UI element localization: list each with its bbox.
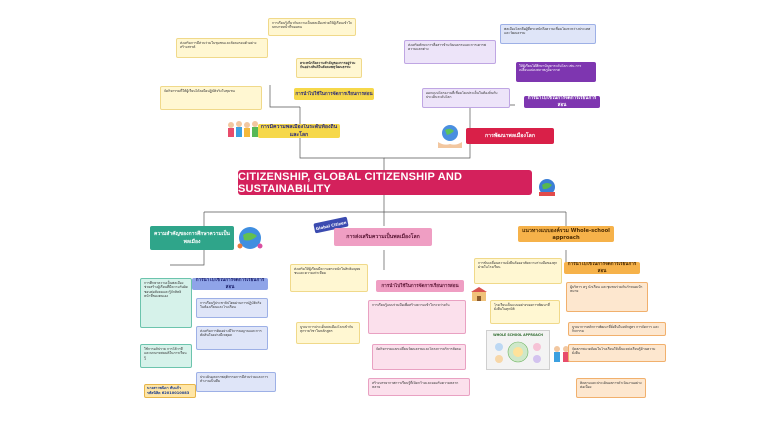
top-right-box-1: พลเมืองโลกคือผู้ที่ตระหนักถึงความเชื่อมโ… bbox=[500, 24, 596, 44]
top-right-subheader: การนำไปใช้ในการจัดการเรียนการสอน bbox=[524, 96, 600, 108]
author-student-id: รหัสนิสิต 62010010083 bbox=[147, 391, 190, 395]
bottom-right-box-3: ผู้บริหาร ครู นักเรียน และชุมชนร่วมกันกำ… bbox=[566, 282, 648, 312]
world-people-icon bbox=[539, 179, 555, 196]
whole-school-diagram: WHOLE SCHOOL APPROACH bbox=[486, 330, 550, 370]
school-building-icon bbox=[471, 287, 487, 301]
bottom-right-box-6: ติดตามและประเมินผลการดำเนินงานอย่างต่อเน… bbox=[576, 378, 646, 398]
globe-children-icon bbox=[237, 227, 263, 249]
whole-school-diagram-graphic-icon bbox=[495, 341, 541, 363]
globe-hands-icon bbox=[438, 125, 462, 148]
bottom-right-header: แนวทางแบบองค์รวม Whole-school approach bbox=[518, 226, 614, 242]
bottom-center-box-5: สร้างบรรยากาศการเรียนรู้ที่เปิดกว้างและย… bbox=[368, 378, 470, 396]
kids-illustration-icon bbox=[228, 121, 258, 137]
top-right-box-3: ให้ผู้เรียนได้ศึกษาปัญหาระดับโลก เช่น กา… bbox=[516, 62, 596, 82]
top-right-box-4: ออกแบบโครงงานที่เชื่อมโยงประเด็นในท้องถิ… bbox=[422, 88, 510, 108]
bottom-center-box-1: ส่งเสริมให้ผู้เรียนมีความตระหนักในสิทธิม… bbox=[290, 264, 368, 292]
bottom-left-box-4: ใช้การอภิปราย การโต้วาที และบทบาทสมมติใน… bbox=[140, 344, 192, 368]
whole-school-diagram-label: WHOLE SCHOOL APPROACH bbox=[493, 333, 543, 337]
author-name: นางสาวพนิดา ทับแก้ว bbox=[147, 386, 182, 390]
bottom-left-box-5: ประเมินผลจากพฤติกรรมการมีส่วนร่วมและการท… bbox=[196, 372, 276, 392]
bottom-center-subheader: การนำไปใช้ในการจัดการเรียนการสอน bbox=[376, 280, 464, 292]
top-left-subheader: การนำไปใช้ในการจัดการเรียนการสอน bbox=[294, 88, 374, 100]
bottom-left-box-2: การเรียนรู้ประชาธิปไตยผ่านการปฏิบัติจริง… bbox=[196, 298, 268, 318]
bottom-center-box-4: จัดกิจกรรมแลกเปลี่ยนวัฒนธรรมและโครงการบร… bbox=[372, 344, 466, 370]
top-right-header: การพัฒนาพลเมืองโลก bbox=[466, 128, 554, 144]
bottom-center-box-3: บูรณาการประเด็นพลเมืองโลกเข้ากับทุกรายวิ… bbox=[296, 322, 360, 344]
author-credit: นางสาวพนิดา ทับแก้ว รหัสนิสิต 6201001008… bbox=[144, 384, 196, 398]
top-left-box-3: ตระหนักถึงความสำคัญของการอยู่ร่วมกันอย่า… bbox=[296, 58, 362, 78]
top-left-box-2: ส่งเสริมการมีส่วนร่วมในชุมชนและสังคมรอบต… bbox=[176, 38, 268, 58]
students-group-icon bbox=[554, 346, 569, 362]
bottom-right-box-4: บูรณาการหลักการพัฒนาที่ยั่งยืนในหลักสูตร… bbox=[568, 322, 666, 336]
top-left-header: การมีความพลเมืองในระดับท้องถิ่นและโลก bbox=[258, 124, 340, 138]
bottom-left-box-3: ส่งเสริมการคิดอย่างมีวิจารณญาณและการตัดส… bbox=[196, 326, 268, 350]
bottom-right-subheader: การนำไปใช้ในการจัดการเรียนการสอน bbox=[564, 262, 640, 274]
bottom-left-subheader: การนำไปใช้ในการจัดการเรียนการสอน bbox=[192, 278, 268, 290]
top-left-box-1: การเรียนรู้เกี่ยวกับความเป็นพลเมืองช่วยใ… bbox=[268, 18, 356, 36]
bottom-center-box-2: การเรียนรู้แบบร่วมมือเพื่อสร้างความเข้าใ… bbox=[368, 300, 466, 334]
top-right-box-2: ส่งเสริมทักษะการสื่อสารข้ามวัฒนธรรมและกา… bbox=[404, 40, 496, 64]
bottom-left-box-1: การศึกษาความเป็นพลเมืองช่วยสร้างผู้เรียน… bbox=[140, 278, 192, 328]
top-left-box-4: จัดกิจกรรมที่ให้ผู้เรียนได้ลงมือปฏิบัติจ… bbox=[160, 86, 262, 110]
bottom-center-header: การส่งเสริมความเป็นพลเมืองโลก bbox=[334, 228, 432, 246]
bottom-right-box-2: โรงเรียนเป็นแบบอย่างของการพัฒนาที่ยั่งยื… bbox=[490, 300, 560, 324]
bottom-right-box-1: การขับเคลื่อนความยั่งยืนต้องอาศัยความร่ว… bbox=[474, 258, 562, 284]
bottom-left-header: ความสำคัญของการศึกษาความเป็นพลเมือง bbox=[150, 226, 234, 250]
bottom-right-box-5: จัดสภาพแวดล้อมในโรงเรียนให้เป็นแหล่งเรีย… bbox=[568, 344, 666, 362]
central-title: CITIZENSHIP, GLOBAL CITIZENSHIP AND SUST… bbox=[238, 170, 532, 195]
